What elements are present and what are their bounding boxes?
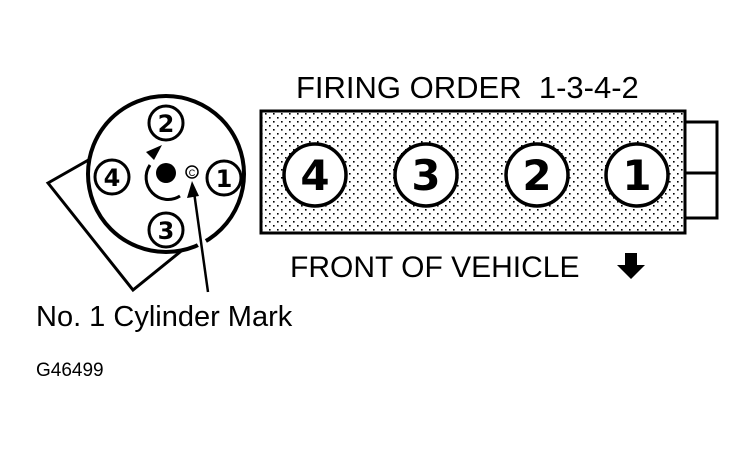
distributor-terminal-4: 4	[93, 158, 131, 196]
svg-text:4: 4	[104, 164, 121, 192]
cylinder-mark-leader-arrow	[187, 181, 210, 293]
cylinder-3: 3	[393, 142, 459, 208]
svg-text:1: 1	[622, 151, 651, 200]
cylinder-mark-label: No. 1 Cylinder Mark	[36, 301, 293, 333]
down-arrow-icon	[617, 253, 645, 279]
distributor-terminal-2: 2	[147, 104, 185, 142]
svg-text:3: 3	[158, 217, 175, 245]
rotation-arrow-icon	[144, 145, 181, 201]
cylinder-2: 2	[504, 142, 570, 208]
cylinder-mark-symbol: C	[185, 165, 199, 179]
distributor-terminal-3: 3	[147, 211, 185, 249]
cylinder-4: 4	[282, 142, 348, 208]
front-of-vehicle-label: FRONT OF VEHICLE	[290, 251, 579, 284]
figure-id: G46499	[36, 360, 104, 381]
svg-text:2: 2	[522, 151, 551, 200]
svg-text:3: 3	[411, 151, 440, 200]
firing-order-title: FIRING ORDER 1-3-4-2	[296, 70, 639, 105]
distributor-terminal-1: 1	[205, 159, 243, 197]
svg-text:1: 1	[216, 165, 233, 193]
svg-text:2: 2	[158, 110, 175, 138]
svg-text:C: C	[189, 168, 196, 178]
svg-text:4: 4	[300, 151, 329, 200]
rotor-center	[156, 163, 176, 183]
cylinder-1: 1	[604, 142, 670, 208]
